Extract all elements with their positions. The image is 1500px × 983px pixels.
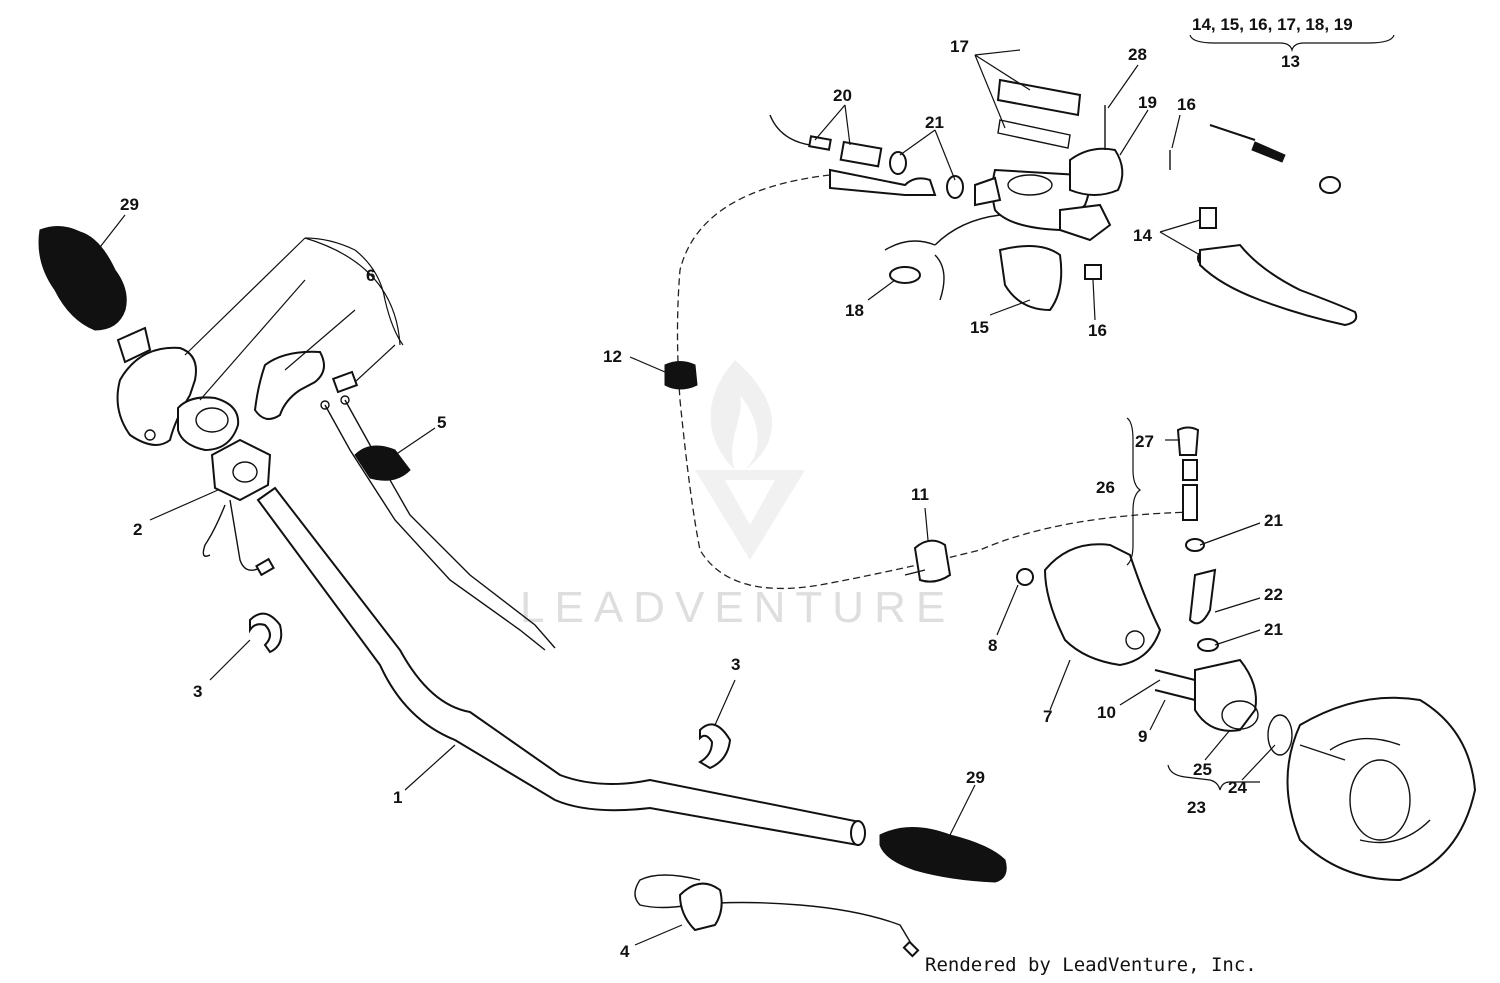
callout-18: 18 bbox=[845, 301, 864, 320]
callout-21-top: 21 bbox=[925, 113, 944, 132]
callout-11: 11 bbox=[911, 485, 929, 504]
callout-29-left: 29 bbox=[120, 195, 139, 214]
washer bbox=[1197, 638, 1219, 652]
bracket-6 bbox=[304, 237, 404, 346]
switch-assembly bbox=[202, 438, 275, 577]
brake-hose bbox=[676, 174, 1196, 590]
clamp-left bbox=[249, 612, 283, 654]
callout-15: 15 bbox=[970, 318, 989, 337]
callout-1: 1 bbox=[393, 788, 402, 807]
callout-3-right: 3 bbox=[731, 655, 740, 674]
callout-5: 5 bbox=[437, 413, 446, 432]
callout-13: 13 bbox=[1281, 52, 1300, 71]
bracket-26 bbox=[1126, 417, 1142, 566]
callout-22: 22 bbox=[1264, 585, 1283, 604]
callout-3-left: 3 bbox=[193, 682, 202, 701]
callout-7: 7 bbox=[1043, 707, 1052, 726]
callout-6: 6 bbox=[366, 266, 375, 285]
callout-8: 8 bbox=[988, 636, 997, 655]
callout-25: 25 bbox=[1193, 760, 1212, 779]
slave-cover bbox=[1016, 543, 1162, 667]
callout-24: 24 bbox=[1228, 778, 1247, 797]
watermark-logo bbox=[695, 360, 805, 560]
callout-28: 28 bbox=[1128, 45, 1147, 64]
slave-cylinder bbox=[1154, 658, 1293, 756]
bracket-13 bbox=[1189, 34, 1395, 53]
bleeder-valve bbox=[1176, 426, 1205, 552]
callout-26: 26 bbox=[1096, 478, 1115, 497]
o-ring bbox=[1267, 714, 1293, 756]
callout-14: 14 bbox=[1133, 226, 1152, 245]
callout-16-top: 16 bbox=[1177, 95, 1196, 114]
grommet bbox=[664, 361, 698, 390]
kill-switch bbox=[634, 874, 920, 958]
group-13-members: 14, 15, 16, 17, 18, 19 bbox=[1192, 15, 1353, 34]
callout-21-low: 21 bbox=[1264, 620, 1283, 639]
callout-9: 9 bbox=[1138, 727, 1147, 746]
callout-16-bottom: 16 bbox=[1088, 321, 1107, 340]
callout-27: 27 bbox=[1135, 432, 1154, 451]
callout-19: 19 bbox=[1138, 93, 1157, 112]
render-credit: Rendered by LeadVenture, Inc. bbox=[925, 954, 1257, 976]
left-grip bbox=[38, 226, 152, 364]
throttle-housing bbox=[116, 346, 359, 452]
callout-23: 23 bbox=[1187, 798, 1206, 817]
handlebar bbox=[256, 486, 866, 847]
right-grip bbox=[879, 827, 1007, 883]
hose-guide bbox=[913, 539, 952, 583]
callout-20: 20 bbox=[833, 86, 852, 105]
watermark-text: LEADVENTURE bbox=[520, 583, 955, 632]
master-cylinder bbox=[884, 78, 1217, 312]
brake-line-fittings bbox=[769, 114, 964, 199]
clamp-right bbox=[698, 723, 732, 770]
callout-17: 17 bbox=[950, 37, 969, 56]
banjo-fitting bbox=[1188, 568, 1217, 625]
leader-lines bbox=[89, 49, 1346, 946]
bracket-23 bbox=[1167, 764, 1260, 791]
callout-4: 4 bbox=[620, 942, 630, 961]
clutch-housing bbox=[1286, 696, 1477, 882]
callout-2: 2 bbox=[133, 520, 142, 539]
callout-21-mid: 21 bbox=[1264, 511, 1283, 530]
brake-lever bbox=[1199, 124, 1358, 327]
callout-10: 10 bbox=[1097, 703, 1116, 722]
callout-labels: 29 6 5 2 3 1 3 29 4 12 20 21 17 28 19 16… bbox=[120, 15, 1353, 961]
callout-29-right: 29 bbox=[966, 768, 985, 787]
callout-12: 12 bbox=[603, 347, 622, 366]
